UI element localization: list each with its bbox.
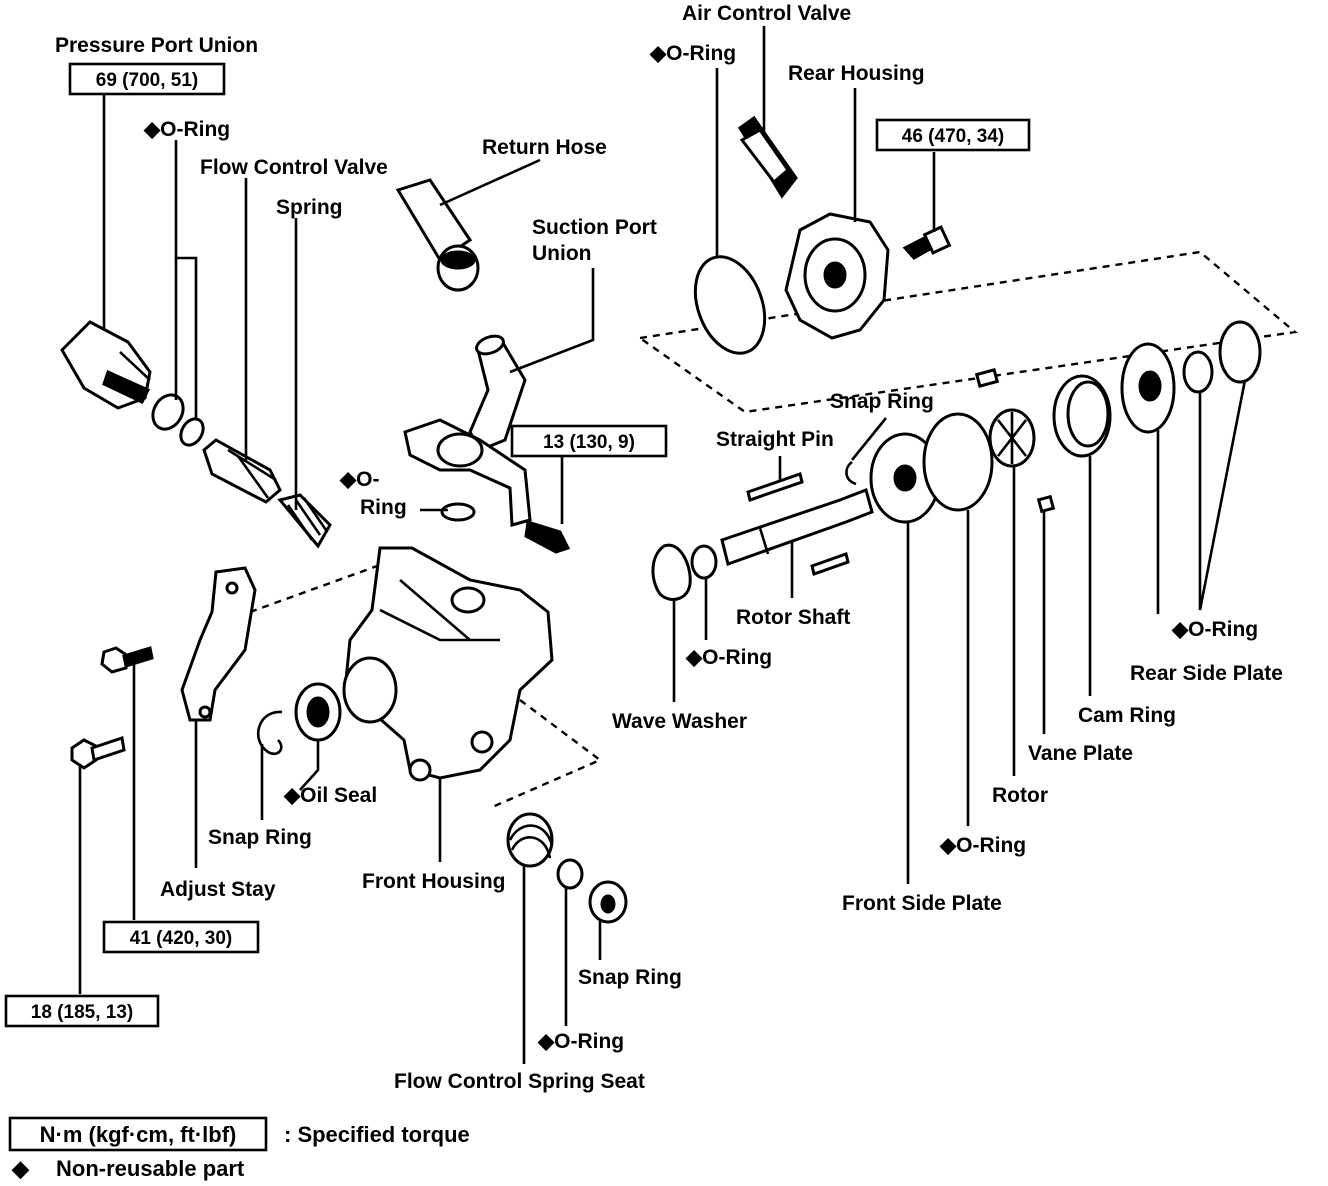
adjust-stay-part (180, 566, 257, 722)
torque-adjust-stay-bolt: 41 (420, 30) (130, 928, 232, 949)
diamond-icon: ◆ (339, 468, 357, 491)
label-oring-front-plate: ◆O-Ring (939, 834, 1026, 857)
label-flow-control-valve: Flow Control Valve (200, 156, 388, 179)
leader-lines (78, 26, 1247, 1064)
vane-plate-parts (974, 368, 1056, 514)
label-wave-washer: Wave Washer (612, 710, 747, 733)
label-oring-1: ◆O-Ring (143, 118, 230, 141)
flow-control-valve-part (202, 438, 282, 504)
rear-orings-part (1182, 320, 1262, 394)
front-housing-part (342, 546, 554, 782)
rear-housing-bolt-part (902, 225, 952, 260)
diamond-icon: ◆ (1171, 618, 1189, 641)
front-side-plate-part (869, 432, 941, 524)
label-snap-ring-bottom: Snap Ring (578, 966, 682, 989)
label-oring-suction: ◆O- (339, 468, 379, 491)
suction-port-union-part (403, 334, 571, 554)
torque-pressure-port: 69 (700, 51) (96, 70, 198, 91)
label-suction-port-line2: Union (532, 242, 591, 265)
label-rotor: Rotor (992, 784, 1048, 807)
rotor-part (988, 408, 1036, 468)
bottom-snap-ring-part (588, 880, 628, 924)
label-oring-suction-line2: Ring (360, 496, 407, 519)
snap-ring-top-part (845, 460, 857, 486)
label-front-housing: Front Housing (362, 870, 505, 893)
torque-box-adjust-stay: 41 (420, 30) (102, 920, 260, 954)
legend: N·m (kgf·cm, ft·lbf) : Specified torque … (8, 1116, 470, 1181)
legend-unit-box: N·m (kgf·cm, ft·lbf) (40, 1122, 237, 1147)
spring-part (277, 493, 332, 549)
label-spring: Spring (276, 196, 343, 219)
diamond-icon: ◆ (143, 118, 161, 141)
diamond-icon: ◆ (537, 1030, 555, 1053)
bolt-parts-left (70, 646, 154, 770)
label-adjust-stay: Adjust Stay (160, 878, 276, 901)
flow-control-spring-seat-part (506, 812, 554, 868)
label-oring-bottom-text: O-Ring (554, 1030, 624, 1053)
legend-nonreusable-text: Non-reusable part (56, 1156, 245, 1181)
cam-ring-part (1052, 374, 1112, 458)
torque-box-rear-housing: 46 (470, 34) (875, 118, 1031, 152)
front-plate-oring-part (922, 412, 994, 512)
label-rear-side-plate: Rear Side Plate (1130, 662, 1283, 685)
diamond-icon: ◆ (939, 834, 957, 857)
bottom-oring-part (556, 858, 584, 890)
label-oring-suction-text: O- (356, 468, 379, 491)
diamond-icon: ◆ (685, 646, 703, 669)
label-oring-rear-text: O-Ring (1188, 618, 1258, 641)
label-oil-seal: ◆Oil Seal (283, 784, 377, 807)
label-oil-seal-text: Oil Seal (300, 784, 377, 807)
label-oring-top: ◆O-Ring (649, 42, 736, 65)
return-hose-part (395, 178, 480, 292)
pressure-port-oring-parts (151, 393, 205, 447)
part-labels: Pressure Port Union ◆O-Ring Flow Control… (55, 2, 1283, 1093)
legend-torque-text: : Specified torque (284, 1122, 470, 1147)
label-pressure-port-union: Pressure Port Union (55, 34, 258, 57)
torque-bracket-bolt: 18 (185, 13) (31, 1002, 133, 1023)
label-oring-top-text: O-Ring (666, 42, 736, 65)
label-snap-ring-left: Snap Ring (208, 826, 312, 849)
pressure-port-union-part (60, 320, 152, 410)
dashed-guides (249, 250, 1298, 810)
label-snap-ring-top: Snap Ring (830, 390, 934, 413)
straight-pin-parts (746, 472, 850, 576)
label-suction-port-line1: Suction Port (532, 216, 657, 239)
label-cam-ring: Cam Ring (1078, 704, 1176, 727)
rear-housing-part (784, 212, 890, 340)
label-return-hose: Return Hose (482, 136, 607, 159)
torque-rear-housing-bolt: 46 (470, 34) (902, 126, 1004, 147)
label-rear-housing: Rear Housing (788, 62, 925, 85)
diamond-icon: ◆ (283, 784, 301, 807)
rear-side-plate-part (1120, 342, 1176, 434)
torque-box-pressure-port: 69 (700, 51) (68, 62, 226, 96)
label-oring-bottom: ◆O-Ring (537, 1030, 624, 1053)
label-front-side-plate: Front Side Plate (842, 892, 1002, 915)
label-straight-pin: Straight Pin (716, 428, 834, 451)
torque-suction-bolt: 13 (130, 9) (543, 432, 635, 453)
torque-box-bracket: 18 (185, 13) (4, 994, 160, 1028)
rotor-shaft-part (720, 488, 874, 566)
label-vane-plate: Vane Plate (1028, 742, 1133, 765)
air-control-valve-part (737, 115, 798, 199)
label-oring-shaft-text: O-Ring (702, 646, 772, 669)
label-oring-rear: ◆O-Ring (1171, 618, 1258, 641)
label-rotor-shaft: Rotor Shaft (736, 606, 850, 629)
snap-ring-left-part (256, 710, 283, 756)
torque-box-suction: 13 (130, 9) (510, 424, 668, 458)
label-flow-control-spring-seat: Flow Control Spring Seat (394, 1070, 645, 1093)
label-air-control-valve: Air Control Valve (682, 2, 851, 25)
shaft-oring-part (690, 544, 718, 580)
oil-seal-part (294, 682, 342, 742)
rear-housing-oring-part (693, 255, 767, 355)
label-oring-front-plate-text: O-Ring (956, 834, 1026, 857)
legend-diamond-icon: ◆ (11, 1156, 30, 1181)
diamond-icon: ◆ (649, 42, 667, 65)
label-oring-shaft: ◆O-Ring (685, 646, 772, 669)
label-oring-1-text: O-Ring (160, 118, 230, 141)
wave-washer-part (651, 543, 692, 601)
